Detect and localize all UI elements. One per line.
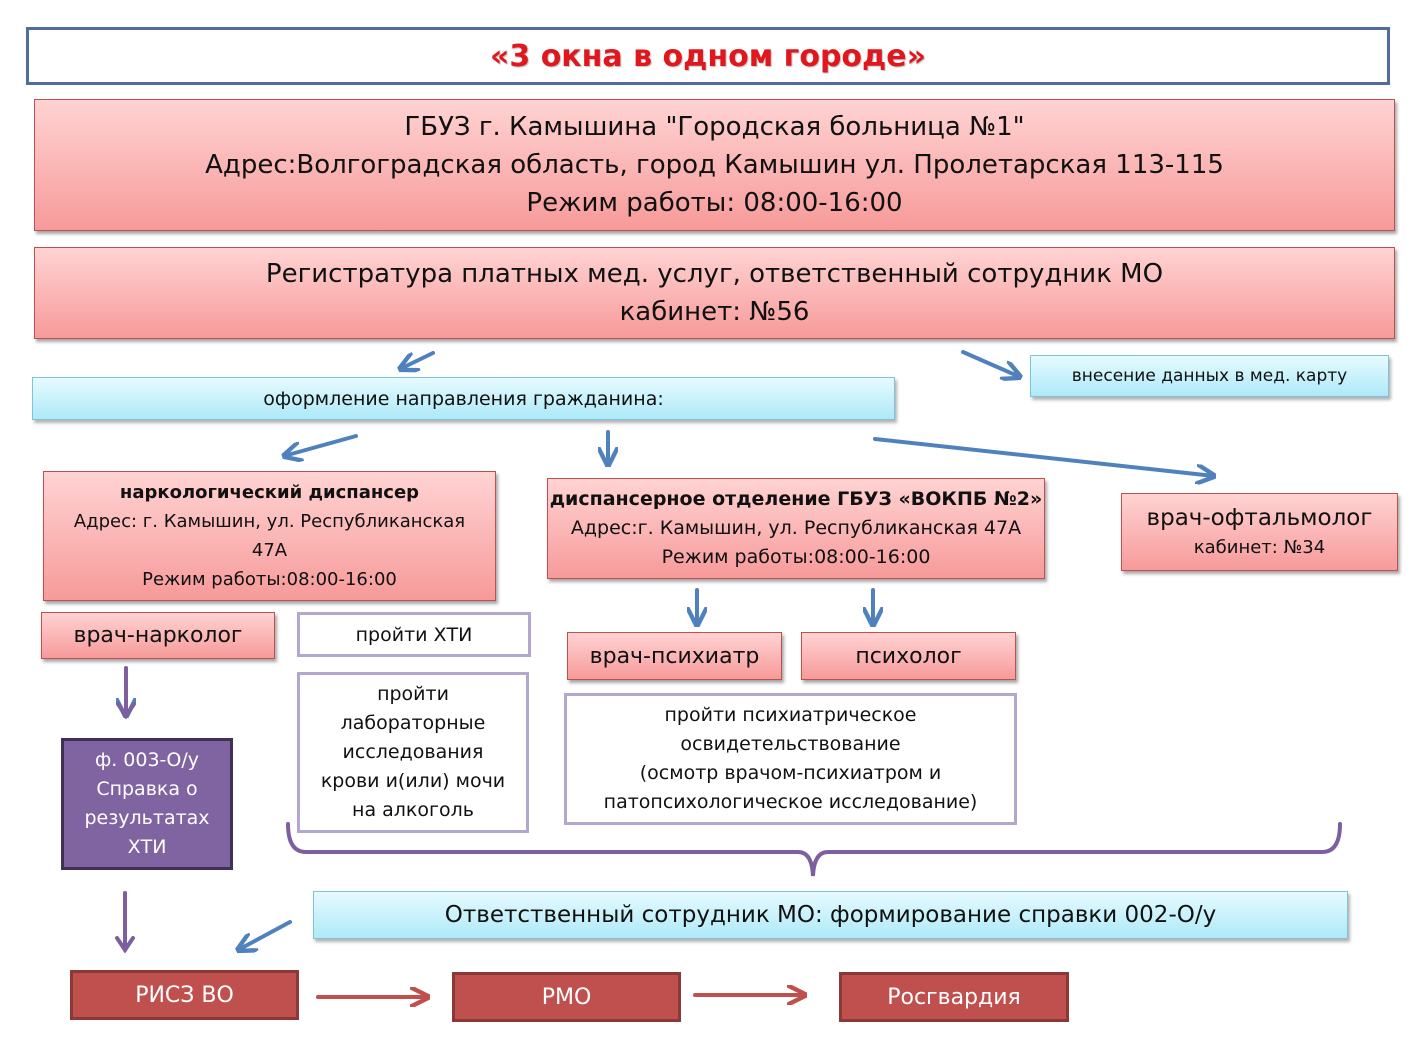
page-title: «3 окна в одном городе» xyxy=(490,38,926,74)
rmo-label: РМО xyxy=(541,984,592,1010)
rosgvardia-box: Росгвардия xyxy=(839,972,1069,1022)
psychiatrist-label: врач-психиатр xyxy=(589,643,760,669)
rmo-box: РМО xyxy=(452,972,681,1022)
registry-cabinet: кабинет: №56 xyxy=(619,297,810,327)
psych-exam-line: освидетельствование xyxy=(680,733,901,755)
ophthalmologist-box: врач-офтальмолог кабинет: №34 xyxy=(1121,493,1398,571)
referral-label: оформление направления гражданина: xyxy=(263,387,664,410)
narco-dispensary-name: наркологический диспансер xyxy=(119,482,420,503)
arrow-referral-to-narco xyxy=(284,434,358,456)
arrow-certificate-to-risz xyxy=(238,920,292,950)
hti-box: пройти ХТИ xyxy=(297,612,531,657)
narco-dispensary-address: Адрес: г. Камышин, ул. Республиканская xyxy=(73,511,466,532)
rosgvardia-label: Росгвардия xyxy=(887,984,1021,1010)
form-003-line: ф. 003-О/у xyxy=(94,749,200,771)
lab-tests-line: на алкоголь xyxy=(352,799,474,821)
certificate-box: Ответственный сотрудник МО: формирование… xyxy=(313,891,1348,939)
hti-label: пройти ХТИ xyxy=(355,623,473,646)
lab-tests-line: лабораторные xyxy=(340,712,486,734)
narco-dispensary-address-2: 47А xyxy=(251,540,288,561)
lab-tests-line: пройти xyxy=(377,683,449,705)
psych-dispensary-hours: Режим работы:08:00-16:00 xyxy=(661,546,931,568)
ophthalmologist-cabinet: кабинет: №34 xyxy=(1193,537,1326,558)
lab-tests-box: пройти лабораторные исследования крови и… xyxy=(297,672,529,833)
narcologist-label: врач-нарколог xyxy=(73,623,243,648)
arrow-narcologist-to-form-head xyxy=(116,702,136,720)
risz-box: РИСЗ ВО xyxy=(70,970,299,1020)
psych-exam-line: пройти психиатрическое xyxy=(664,704,917,726)
psych-dispensary-box: диспансерное отделение ГБУЗ «ВОКПБ №2» А… xyxy=(547,478,1045,579)
psych-exam-line: патопсихологическое исследование) xyxy=(603,791,978,813)
narcologist-box: врач-нарколог xyxy=(41,612,275,659)
registry-title: Регистратура платных мед. услуг, ответст… xyxy=(265,259,1164,289)
arrow-registry-to-medcard xyxy=(961,350,1020,377)
hospital-address: Адрес:Волгоградская область, город Камыш… xyxy=(205,150,1224,180)
lab-tests-line: исследования xyxy=(342,741,484,763)
lab-tests-line: крови и(или) мочи xyxy=(320,770,506,792)
med-card-label: внесение данных в мед. карту xyxy=(1071,366,1348,386)
narco-dispensary-box: наркологический диспансер Адрес: г. Камы… xyxy=(43,471,496,601)
ophthalmologist-name: врач-офтальмолог xyxy=(1146,505,1373,531)
psych-dispensary-address: Адрес:г. Камышин, ул. Республиканская 47… xyxy=(570,517,1022,539)
form-003-line: результатах xyxy=(84,807,210,829)
registry-box: Регистратура платных мед. услуг, ответст… xyxy=(34,247,1395,339)
brace xyxy=(286,822,1342,877)
title-banner: «3 окна в одном городе» xyxy=(26,27,1390,85)
referral-box: оформление направления гражданина: xyxy=(32,377,895,420)
psychologist-box: психолог xyxy=(801,632,1016,680)
arrow-referral-to-ophth xyxy=(873,437,1214,476)
form-003-box: ф. 003-О/у Справка о результатах ХТИ xyxy=(61,738,233,870)
psych-exam-box: пройти психиатрическое освидетельствован… xyxy=(564,693,1017,825)
risz-label: РИСЗ ВО xyxy=(135,982,234,1008)
hospital-hours: Режим работы: 08:00-16:00 xyxy=(526,188,903,218)
arrow-form-to-risz-head xyxy=(115,936,135,954)
psych-exam-line: (осмотр врачом-психиатром и xyxy=(639,762,942,784)
hospital-box: ГБУЗ г. Камышина "Городская больница №1"… xyxy=(34,99,1395,231)
narco-dispensary-hours: Режим работы:08:00-16:00 xyxy=(142,569,397,590)
arrow-registry-to-referral xyxy=(400,351,435,369)
med-card-box: внесение данных в мед. карту xyxy=(1030,355,1389,397)
psych-dispensary-name: диспансерное отделение ГБУЗ «ВОКПБ №2» xyxy=(549,488,1043,510)
certificate-label: Ответственный сотрудник МО: формирование… xyxy=(444,902,1217,928)
psychologist-label: психолог xyxy=(855,643,962,669)
psychiatrist-box: врач-психиатр xyxy=(567,632,782,680)
form-003-line: ХТИ xyxy=(127,836,167,858)
form-003-line: Справка о xyxy=(96,778,198,800)
hospital-name: ГБУЗ г. Камышина "Городская больница №1" xyxy=(404,112,1025,142)
